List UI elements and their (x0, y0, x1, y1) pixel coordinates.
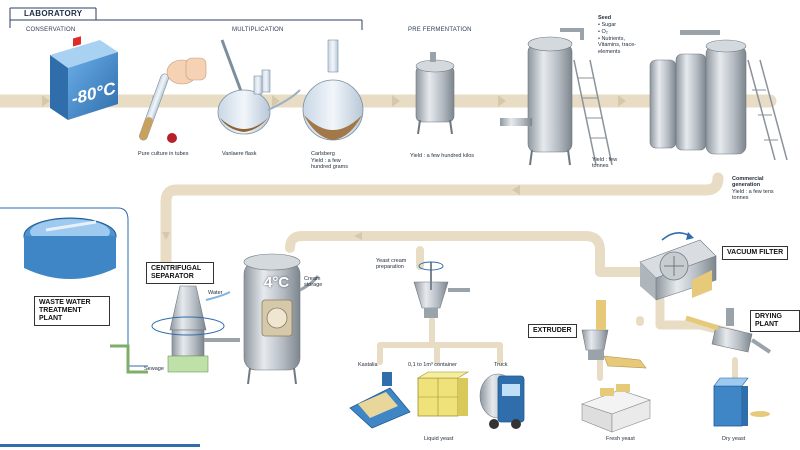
kastalia-bag (349, 372, 411, 429)
extruder (581, 300, 647, 369)
drying-plant-label: DRYING PLANT (750, 310, 800, 333)
laboratory-frame (9, 7, 363, 30)
culture-tube (139, 57, 207, 143)
vacuum-filter (639, 232, 717, 301)
fermenter-yield: Yield : few tonnes (592, 157, 618, 170)
carlsberg-label: Carlsberg (311, 151, 335, 157)
storage-temperature: 4°C (264, 274, 290, 291)
liquid-container (416, 371, 470, 417)
centrifugal-label: CENTRIFUGAL SEPARATOR (146, 262, 214, 285)
carlsberg-flask (302, 39, 364, 141)
kastalia-label: Kastalia (358, 362, 378, 368)
prefermenter-yield: Yield : a few hundred kilos (410, 153, 474, 159)
water-label: Water (208, 290, 223, 296)
commercial-label: Commercial generation (732, 176, 764, 189)
dry-yeast-package (713, 377, 770, 427)
waste-water-plant (0, 207, 148, 374)
vanlaere-flask (217, 39, 301, 135)
cream-prep-label: Yeast cream preparation (376, 258, 407, 271)
section-conservation: CONSERVATION (26, 27, 76, 33)
fresh-yeast-label: Fresh yeast (606, 436, 635, 442)
dry-yeast-label: Dry yeast (722, 436, 746, 442)
seed-item: • Sugar (598, 22, 617, 28)
seed-title: Seed (598, 15, 612, 21)
seed-item: • O₂ (598, 29, 608, 35)
waste-water-label: WASTE WATER TREATMENT PLANT (34, 296, 110, 327)
laboratory-title: LABORATORY (24, 9, 83, 18)
drying-plant (685, 308, 772, 354)
flow-pipes (0, 94, 777, 381)
truck-label: Truck (494, 362, 508, 368)
cream-storage-label: Cream storage (304, 276, 323, 289)
vacuum-filter-label: VACUUM FILTER (722, 246, 789, 261)
cream-storage-tank (243, 253, 320, 385)
vanlaere-label: Vanlaere flask (222, 151, 257, 157)
commercial-fermenters (649, 30, 788, 161)
commercial-yield: Yield : a few tens tonnes (732, 189, 774, 202)
seed-item: • Nutrients, Vitamins, trace-elements (598, 36, 637, 55)
pre-fermenter (415, 52, 455, 135)
carlsberg-yield: Yield : a few hundred grams (311, 158, 348, 171)
cream-preparation-vessel (413, 261, 470, 318)
extruder-label: EXTRUDER (528, 324, 577, 339)
fresh-yeast-box (581, 384, 651, 433)
sewage-label: Sewage (144, 366, 164, 372)
liquid-yeast-label: Liquid yeast (424, 436, 454, 442)
bottom-accent-bar (0, 444, 200, 447)
centrifugal-separator (151, 285, 240, 373)
tanker-truck (479, 373, 525, 429)
fermenter (500, 28, 613, 166)
section-pre-fermentation: PRE FERMENTATION (408, 27, 472, 33)
section-multiplication: MULTIPLICATION (232, 27, 284, 33)
freezer-unit (50, 36, 118, 120)
container-label: 0,1 to 1m³ container (408, 362, 457, 368)
pure-culture-label: Pure culture in tubes (138, 151, 189, 157)
